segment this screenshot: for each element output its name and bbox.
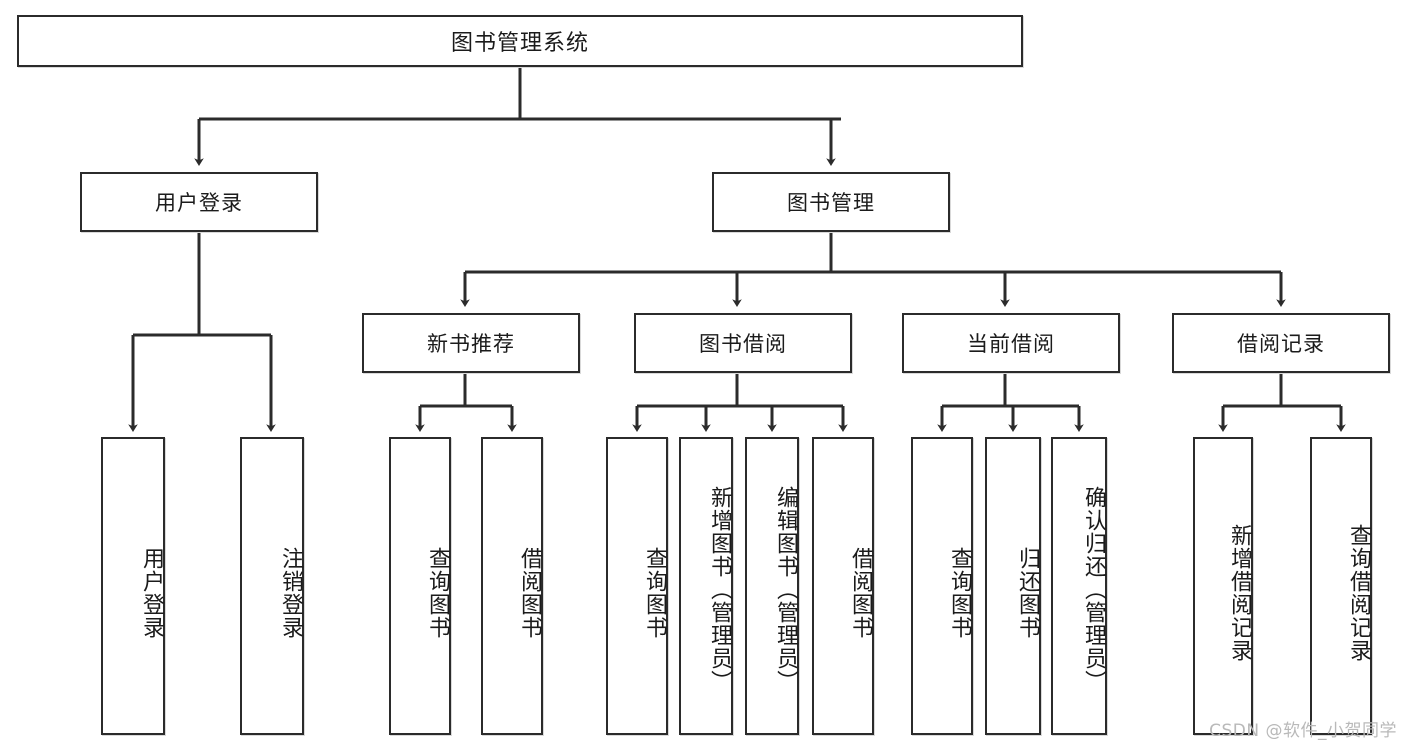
node-leaf-query-book-recommend[interactable]: 查询图书 <box>389 437 451 735</box>
node-new-book-recommend-label: 新书推荐 <box>427 332 515 356</box>
node-leaf-borrow-book[interactable]: 借阅图书 <box>812 437 874 735</box>
node-root[interactable]: 图书管理系统 <box>17 15 1023 67</box>
node-leaf-query-book-borrow[interactable]: 查询图书 <box>606 437 668 735</box>
node-leaf-add-book[interactable]: 新增图书（管理员） <box>679 437 733 735</box>
node-new-book-recommend[interactable]: 新书推荐 <box>362 313 580 373</box>
node-current-borrow-label: 当前借阅 <box>967 332 1055 356</box>
node-book-borrow[interactable]: 图书借阅 <box>634 313 852 373</box>
node-leaf-borrow-book-recommend[interactable]: 借阅图书 <box>481 437 543 735</box>
node-leaf-edit-book-label: 编辑图书（管理员） <box>773 485 798 693</box>
node-leaf-query-book-current-label: 查询图书 <box>947 547 972 639</box>
node-borrow-records[interactable]: 借阅记录 <box>1172 313 1390 373</box>
node-leaf-query-book-current[interactable]: 查询图书 <box>911 437 973 735</box>
node-user-login-label: 用户登录 <box>155 191 243 215</box>
node-leaf-user-logout-label: 注销登录 <box>278 547 303 639</box>
node-leaf-query-book-recommend-label: 查询图书 <box>425 547 450 639</box>
node-leaf-user-login-label: 用户登录 <box>139 547 164 639</box>
node-leaf-borrow-book-label: 借阅图书 <box>848 547 873 639</box>
node-book-borrow-label: 图书借阅 <box>699 332 787 356</box>
node-leaf-add-borrow-record[interactable]: 新增借阅记录 <box>1193 437 1253 735</box>
node-leaf-edit-book[interactable]: 编辑图书（管理员） <box>745 437 799 735</box>
node-leaf-user-logout[interactable]: 注销登录 <box>240 437 304 735</box>
node-leaf-query-borrow-record-label: 查询借阅记录 <box>1346 524 1371 662</box>
node-leaf-confirm-return[interactable]: 确认归还（管理员） <box>1051 437 1107 735</box>
watermark: CSDN @软件_小贺同学 <box>1209 721 1397 741</box>
node-borrow-records-label: 借阅记录 <box>1237 332 1325 356</box>
node-leaf-user-login[interactable]: 用户登录 <box>101 437 165 735</box>
node-leaf-add-book-label: 新增图书（管理员） <box>707 485 732 693</box>
node-current-borrow[interactable]: 当前借阅 <box>902 313 1120 373</box>
node-leaf-borrow-book-recommend-label: 借阅图书 <box>517 547 542 639</box>
node-leaf-query-borrow-record[interactable]: 查询借阅记录 <box>1310 437 1372 735</box>
node-root-label: 图书管理系统 <box>450 31 589 56</box>
node-leaf-add-borrow-record-label: 新增借阅记录 <box>1227 524 1252 662</box>
node-leaf-query-book-borrow-label: 查询图书 <box>642 547 667 639</box>
node-leaf-return-book-label: 归还图书 <box>1015 547 1040 639</box>
node-book-management-label: 图书管理 <box>787 191 875 215</box>
node-book-management[interactable]: 图书管理 <box>712 172 950 232</box>
node-leaf-confirm-return-label: 确认归还（管理员） <box>1081 485 1106 693</box>
node-leaf-return-book[interactable]: 归还图书 <box>985 437 1041 735</box>
node-user-login[interactable]: 用户登录 <box>80 172 318 232</box>
